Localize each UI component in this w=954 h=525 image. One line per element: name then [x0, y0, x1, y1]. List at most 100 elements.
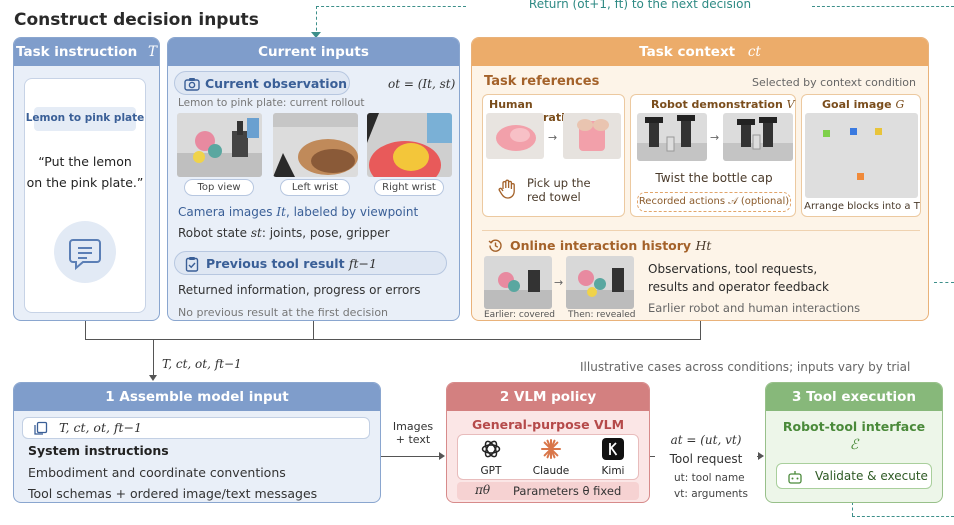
camera-suffix: , labeled by viewpoint	[285, 205, 419, 219]
right-wrist-image	[367, 113, 452, 177]
clipboard-check-icon	[185, 257, 199, 272]
camera-images-line: Camera images It, labeled by viewpoint	[178, 205, 418, 219]
assemble-line-2: Tool schemas + ordered image/text messag…	[28, 486, 318, 501]
merge-label: T, ct, ot, ft−1	[162, 357, 242, 371]
return-dash-left	[316, 6, 466, 7]
history-symbol: Ht	[695, 238, 712, 253]
history-arrow-icon: →	[554, 276, 564, 289]
no-previous-note: No previous result at the first decision	[178, 306, 389, 319]
human-demo-arrow-icon: →	[548, 131, 558, 144]
validate-execute-label: Validate & execute	[815, 469, 928, 483]
task-context-title: Task context	[639, 44, 736, 60]
top-view-image	[177, 113, 262, 177]
vlm-header: 2 VLM policy	[447, 383, 649, 411]
quote-line-1: “Put the lemon	[38, 154, 132, 169]
instruction-card: Lemon to pink plate “Put the lemon on th…	[24, 78, 146, 313]
text-label: + text	[395, 433, 431, 446]
copy-icon	[34, 421, 48, 435]
robot-icon	[788, 471, 802, 484]
task-context-panel: Task context ct Task references Selected…	[471, 37, 929, 321]
robot-demo-label: Robot demonstration V	[651, 98, 795, 111]
model-gpt: GPT	[480, 465, 502, 477]
validate-execute-button[interactable]: Validate & execute	[776, 463, 932, 489]
previous-tool-label: Previous tool result ft−1	[206, 256, 377, 271]
bottom-dash-v	[852, 502, 853, 516]
robot-demo-arrow-icon: →	[710, 131, 720, 144]
goal-image-photo	[805, 113, 918, 198]
previous-tool-text: Previous tool result	[206, 256, 345, 271]
merge-line-1	[85, 321, 86, 340]
left-wrist-label: Left wrist	[280, 179, 350, 196]
arguments-line: vt: arguments	[674, 488, 749, 500]
instruction-quote: “Put the lemon on the pink plate.”	[25, 151, 145, 193]
page-title: Construct decision inputs	[14, 10, 259, 30]
right-wrist-label: Right wrist	[374, 179, 444, 196]
robot-demo-frame-2	[723, 113, 793, 161]
assemble-line-1: Embodiment and coordinate conventions	[28, 465, 286, 480]
current-inputs-header: Current inputs	[168, 38, 459, 66]
history-frame-earlier	[484, 256, 552, 309]
current-inputs-panel: Current inputs Current observation ot = …	[167, 37, 460, 321]
robot-demo-card: Robot demonstration V → Twist the bottle…	[630, 94, 796, 217]
assemble-header: 1 Assemble model input	[14, 383, 380, 411]
assemble-panel: 1 Assemble model input T, ct, ot, ft−1 S…	[13, 382, 381, 503]
tool-exec-panel: 3 Tool execution Robot-tool interface ℰ …	[765, 382, 943, 503]
openai-icon	[481, 440, 501, 458]
previous-tool-symbol: ft−1	[348, 256, 377, 271]
robot-demo-caption: Twist the bottle cap	[655, 171, 773, 185]
robot-demo-frame-1	[637, 113, 707, 161]
then-caption: Then: revealed	[568, 310, 636, 320]
vlm-subtitle: General-purpose VLM	[471, 417, 625, 432]
history-desc-1: Observations, tool requests,	[648, 262, 818, 276]
tool-exec-header: 3 Tool execution	[766, 383, 942, 411]
human-demo-frame-1	[486, 113, 544, 159]
robot-state-line: Robot state st: joints, pose, gripper	[178, 226, 390, 240]
context-divider	[482, 230, 920, 231]
human-demo-frame-2	[563, 113, 621, 159]
params-text: Parameters θ fixed	[513, 484, 622, 498]
selected-by-note: Selected by context condition	[752, 76, 916, 89]
assemble-inputs-formula: T, ct, ot, ft−1	[59, 420, 142, 435]
human-demo-caption-1: Pick up the	[527, 176, 591, 190]
history-title: Online interaction history Ht	[510, 238, 711, 253]
top-view-label: Top view	[184, 179, 254, 196]
merge-line-h	[85, 339, 701, 340]
task-name-chip	[34, 107, 136, 131]
return-label: Return (ot+1, ft) to the next decision	[528, 0, 752, 11]
merge-line-3	[700, 321, 701, 340]
robot-demo-symbol: V	[786, 98, 795, 111]
task-symbol: T	[147, 44, 157, 60]
task-instruction-header: Task instruction T	[14, 38, 159, 66]
images-label: Images	[392, 420, 434, 433]
assemble-inputs-box: T, ct, ot, ft−1	[22, 417, 370, 439]
bottom-dash-h	[852, 516, 954, 517]
message-icon	[54, 221, 116, 283]
policy-symbol: πθ	[475, 483, 491, 497]
side-dash	[934, 282, 954, 283]
task-context-header: Task context ct	[472, 38, 928, 66]
task-context-symbol: ct	[747, 44, 761, 60]
robot-state-symbol: st	[250, 226, 262, 240]
tool-name-line: ut: tool name	[674, 472, 745, 484]
model-claude: Claude	[532, 465, 570, 477]
goal-image-label: Goal image G	[822, 98, 904, 111]
human-demo-caption: Pick up the red towel	[527, 176, 591, 204]
hand-icon	[498, 179, 515, 199]
task-references-title: Task references	[484, 74, 600, 89]
current-observation-pill: Current observation	[174, 71, 350, 95]
camera-symbol: It	[276, 205, 286, 219]
rollout-caption: Lemon to pink plate: current rollout	[178, 97, 365, 109]
images-text-label: Images + text	[388, 420, 438, 446]
tool-request-formula: at = (ut, vt)	[670, 433, 742, 447]
task-instruction-title: Task instruction	[16, 44, 138, 60]
task-name: Lemon to pink plate	[25, 112, 145, 124]
recorded-actions-tag: Recorded actions 𝒜 (optional)	[637, 192, 791, 212]
history-title-text: Online interaction history	[510, 238, 692, 253]
history-sub: Earlier robot and human interactions	[648, 301, 861, 315]
history-desc-2: results and operator feedback	[648, 280, 829, 294]
history-frame-then	[566, 256, 634, 309]
camera-icon	[184, 78, 200, 91]
human-demo-card: Human demonstration V → Pick up the red …	[482, 94, 625, 217]
goal-image-card: Goal image G Arrange blocks into a T	[801, 94, 921, 217]
goal-image-symbol: G	[895, 98, 905, 111]
